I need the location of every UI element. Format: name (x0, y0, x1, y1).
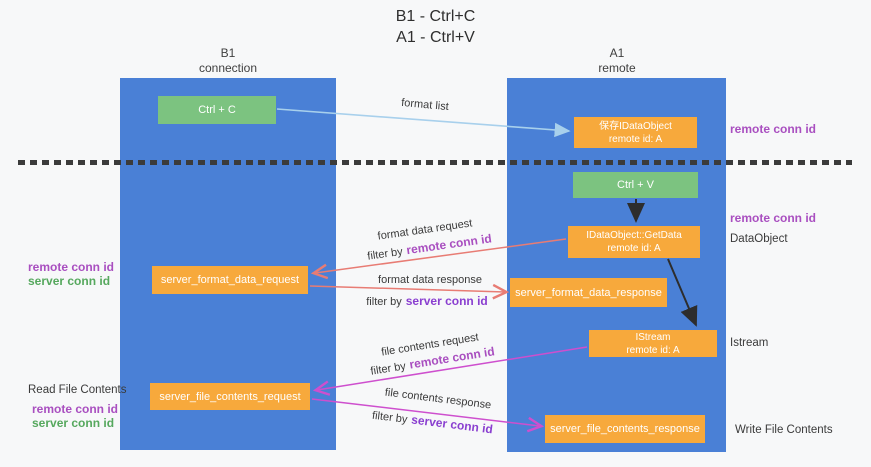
getdata-line2: remote id: A (607, 243, 661, 254)
server-conn-id-text: server conn id (410, 412, 494, 437)
istream-line1: IStream (635, 331, 671, 343)
server-file-contents-response-box: server_file_contents_response (545, 415, 705, 443)
dataobject-label: DataObject (730, 233, 788, 245)
istream-line2: remote id: A (626, 344, 680, 356)
remote-conn-id-right-top: remote conn id (730, 122, 817, 136)
server-format-data-response-label: server_format_data_response (515, 286, 662, 299)
filter-by-text: filter by (366, 245, 404, 263)
server-format-data-response-box: server_format_data_response (510, 278, 667, 307)
istream-side-label: Istream (730, 337, 769, 349)
ctrl-c-label: Ctrl + C (198, 104, 236, 116)
getdata-line1: IDataObject::GetData (586, 230, 682, 241)
save-idataobject-line1: 保存IDataObject (599, 120, 672, 132)
lifeline-header-a1: A1 remote (547, 46, 687, 76)
lifeline-b1-name: B1 (220, 46, 236, 60)
server-conn-id-text: server conn id (405, 294, 488, 308)
lifeline-a1-name: A1 (609, 46, 625, 60)
server-conn-id-left-2: server conn id (32, 416, 115, 430)
format-data-response-label: format data response (378, 274, 482, 286)
title-line-1: B1 - Ctrl+C (395, 8, 476, 25)
server-format-data-request-box: server_format_data_request (152, 266, 308, 294)
server-format-data-request-label: server_format_data_request (160, 274, 300, 286)
ctrl-v-label: Ctrl + V (617, 179, 654, 191)
filter-by-text: filter by (371, 409, 409, 426)
server-file-contents-request-box: server_file_contents_request (150, 383, 310, 410)
idataobject-getdata-box: IDataObject::GetData remote id: A (568, 226, 700, 258)
server-file-contents-response-label: server_file_contents_response (550, 423, 700, 435)
filter-by-text: filter by (369, 360, 407, 378)
write-file-contents-label: Write File Contents (735, 424, 833, 436)
istream-box: IStream remote id: A (589, 330, 717, 357)
arrow-format-data-response (309, 283, 510, 300)
phase-separator-dashed-line (18, 160, 852, 165)
save-idataobject-line2: remote id: A (608, 133, 663, 145)
format-list-label: format list (400, 96, 450, 114)
title-line-2: A1 - Ctrl+V (396, 29, 475, 46)
remote-conn-id-left-2: remote conn id (32, 402, 119, 416)
ctrl-c-box: Ctrl + C (158, 96, 276, 124)
lifeline-a1-role: remote (598, 61, 636, 75)
diagram-title: B1 - Ctrl+C A1 - Ctrl+V (0, 6, 871, 48)
read-file-contents-label: Read File Contents (28, 384, 127, 396)
lifeline-b1-role: connection (198, 61, 258, 75)
save-idataobject-box: 保存IDataObject remote id: A (574, 117, 697, 148)
lifeline-header-b1: B1 connection (158, 46, 298, 76)
server-file-contents-request-label: server_file_contents_request (159, 390, 301, 403)
remote-conn-id-left-1: remote conn id (28, 260, 115, 274)
ctrl-v-box: Ctrl + V (573, 172, 698, 198)
remote-conn-id-right-mid: remote conn id (730, 211, 817, 225)
filter-by-text: filter by (366, 296, 402, 308)
server-conn-id-left-1: server conn id (28, 274, 111, 288)
